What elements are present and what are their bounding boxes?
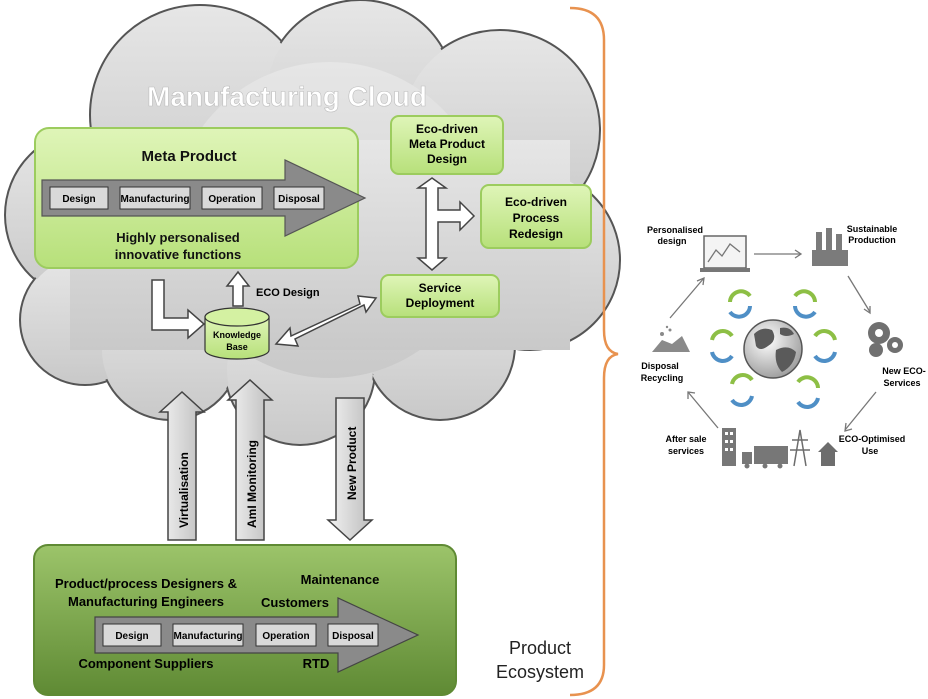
service-label: Service [419, 281, 462, 295]
eco-stage-label: Disposal [332, 631, 374, 642]
building-windows [725, 432, 733, 451]
cycle-arrow-icon [793, 289, 817, 319]
aml-monitoring-arrow [226, 378, 274, 541]
lifecycle-wheel: Personalised design Sustainable Producti… [641, 224, 926, 469]
cycle-arrow-icons [710, 289, 837, 409]
ecosystem-bracket [569, 6, 619, 697]
lifecycle-after-sale: services [668, 446, 704, 456]
lifecycle-disposal: Recycling [641, 373, 684, 383]
ecosystem-customers: Customers [261, 595, 329, 610]
eco-stage-label: Operation [262, 631, 309, 642]
eco-meta-product-design-box [390, 115, 504, 175]
eco-stage-box [102, 623, 162, 647]
connector-arrowhead [687, 391, 696, 399]
gears-icon [868, 322, 903, 357]
service-label: Deployment [406, 296, 475, 310]
eco-link-arrow [415, 177, 476, 271]
cloud-title: Manufacturing Cloud [147, 81, 427, 112]
product-ecosystem-label: Ecosystem [496, 662, 584, 682]
eco-process-label: Eco-driven [505, 195, 567, 209]
globe-icon [743, 319, 803, 379]
meta-product-title: Meta Product [141, 148, 236, 165]
connector-arrow [669, 277, 705, 319]
lifecycle-personalised: Personalised [647, 225, 703, 235]
ecosystem-designers: Manufacturing Engineers [68, 594, 224, 609]
lifecycle-new-eco: Services [883, 378, 920, 388]
house-icon [818, 442, 838, 466]
cycle-arrow-icon [710, 329, 734, 363]
ecosystem-maintenance: Maintenance [301, 572, 380, 587]
meta-stage-label: Disposal [278, 194, 320, 205]
factory-icon [812, 228, 848, 266]
meta-stage-label: Operation [208, 194, 255, 205]
meta-stage-label: Design [62, 194, 95, 205]
virtualisation-arrow [158, 390, 206, 541]
product-ecosystem-label: Product [509, 638, 571, 658]
ecosystem-designers: Product/process Designers & [55, 576, 237, 591]
connector-arrowhead [696, 276, 705, 286]
cycle-arrow-icon [730, 373, 754, 407]
lifecycle-eco-optimised: ECO-Optimised [839, 434, 906, 444]
eco-stage-label: Design [115, 631, 148, 642]
meta-stage-label: Manufacturing [121, 194, 190, 205]
eco-process-redesign-box [480, 184, 592, 249]
connector-arrowhead [863, 306, 871, 315]
new-product-arrow [326, 397, 374, 542]
truck-icon [742, 446, 788, 469]
lifecycle-personalised: design [657, 236, 686, 246]
lifecycle-disposal: Disposal [641, 361, 679, 371]
knowledge-service-arrow [274, 295, 378, 347]
eco-design-arrow [225, 270, 251, 307]
lifecycle-new-eco: New ECO- [882, 366, 926, 376]
eco-design-label: ECO Design [256, 287, 320, 299]
meta-product-stages: Design Manufacturing Operation Disposal [49, 186, 325, 210]
meta-product-subtitle: innovative functions [115, 247, 241, 262]
building-icon [722, 428, 736, 466]
meta-stage-box [49, 186, 109, 210]
eco-process-label: Process [513, 211, 560, 225]
knowledge-base-cylinder [204, 307, 270, 360]
eco-meta-label: Eco-driven [416, 122, 478, 136]
eco-process-label: Redesign [509, 227, 563, 241]
knowledge-label: Knowledge [213, 330, 261, 340]
connector-arrowhead [844, 422, 853, 432]
meta-stage-box [119, 186, 191, 210]
virtualisation-label: Virtualisation [177, 452, 191, 528]
cycle-arrow-icon [813, 329, 837, 363]
lifecycle-sustainable: Production [848, 235, 896, 245]
knowledge-label: Base [226, 342, 248, 352]
ecosystem-stages: Design Manufacturing Operation Disposal [102, 623, 379, 647]
service-deployment-box [380, 274, 500, 318]
connector-arrow [687, 391, 719, 429]
aml-monitoring-label: AmI Monitoring [245, 440, 259, 528]
lifecycle-sustainable: Sustainable [847, 224, 898, 234]
ecosystem-suppliers: Component Suppliers [78, 656, 213, 671]
connector-arrow [847, 275, 871, 313]
connector-arrowhead [794, 249, 803, 259]
eco-meta-label: Design [427, 152, 467, 166]
meta-stage-box [273, 186, 325, 210]
personalised-design-icon [700, 235, 750, 272]
new-product-label: New Product [345, 427, 359, 500]
connector-arrow [844, 391, 877, 431]
meta-stage-box [201, 186, 263, 210]
eco-stage-label: Manufacturing [174, 631, 243, 642]
eco-stage-box [172, 623, 244, 647]
recycling-heap-icon [652, 325, 690, 352]
lifecycle-after-sale: After sale [665, 434, 706, 444]
ecosystem-rtd: RTD [303, 656, 330, 671]
meta-product-subtitle: Highly personalised [116, 230, 240, 245]
lifecycle-eco-optimised: Use [862, 446, 879, 456]
lifecycle-connectors [669, 249, 877, 432]
cycle-arrow-icon [728, 289, 752, 319]
eco-stage-box [255, 623, 317, 647]
eco-stage-box [327, 623, 379, 647]
power-tower-icon [790, 429, 810, 467]
meta-to-knowledge-arrow [151, 279, 206, 340]
cycle-arrow-icon [796, 375, 820, 409]
eco-meta-label: Meta Product [409, 137, 485, 151]
